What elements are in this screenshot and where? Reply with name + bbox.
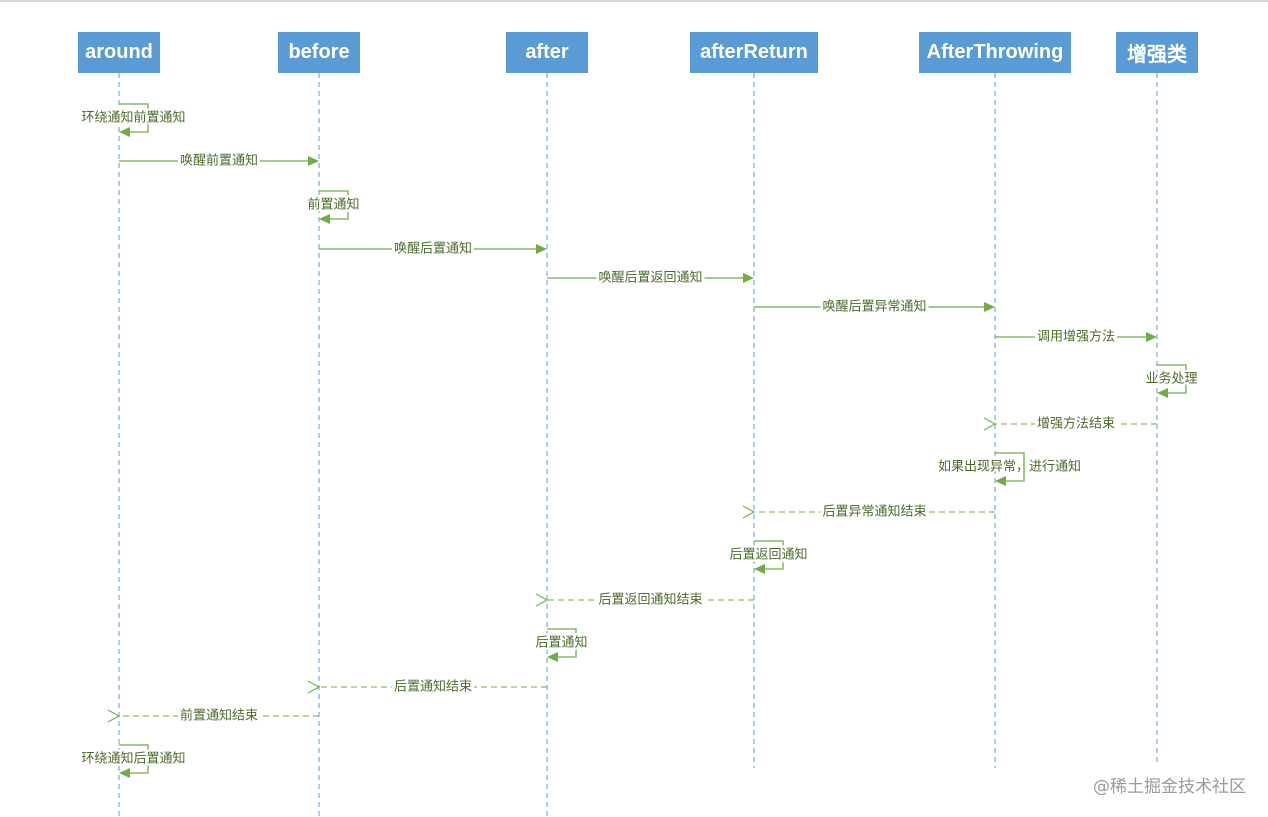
arrowhead — [119, 127, 130, 137]
message-label: 调用增强方法 — [1037, 329, 1115, 345]
self-message-afterReturn — [754, 540, 784, 570]
open-arrowhead — [983, 417, 997, 431]
arrowhead — [743, 273, 754, 283]
label-background — [596, 269, 705, 286]
message-label: 后置返回通知 — [729, 547, 807, 563]
message-label: 唤醒后置返回通知 — [598, 270, 702, 286]
message-label: 后置返回通知结束 — [598, 592, 702, 608]
message-label: 前置通知结束 — [180, 708, 258, 724]
participant-before: before — [278, 32, 360, 73]
message-label: 后置异常通知结束 — [822, 504, 926, 520]
label-background — [820, 503, 929, 520]
self-message-after — [547, 628, 577, 658]
participant-afterThrowing: AfterThrowing — [919, 32, 1071, 73]
participant-enhancer: 增强类 — [1116, 32, 1198, 73]
arrowhead — [984, 302, 995, 312]
label-background — [177, 707, 261, 724]
open-arrowhead — [535, 593, 549, 607]
arrowhead — [308, 156, 319, 166]
watermark: @稀土掘金技术社区 — [1093, 777, 1246, 797]
label-background — [596, 591, 705, 608]
label-background — [391, 678, 475, 695]
message-label: 唤醒后置通知 — [394, 241, 472, 257]
message-label: 后置通知 — [535, 635, 587, 651]
message-label: 环绕通知前置通知 — [81, 110, 185, 126]
participant-afterReturn: afterReturn — [690, 32, 818, 73]
message-label: 后置通知结束 — [394, 679, 472, 695]
message-label: 增强方法结束 — [1037, 416, 1115, 432]
label-background — [820, 298, 929, 315]
arrowhead — [1157, 388, 1168, 398]
arrowhead — [536, 244, 547, 254]
self-message-enhancer — [1157, 364, 1187, 394]
label-background — [391, 240, 475, 257]
arrowhead — [319, 214, 330, 224]
message-label: 环绕通知后置通知 — [81, 751, 185, 767]
message-label: 如果出现异常，进行通知 — [938, 459, 1081, 475]
self-message-afterThrowing — [995, 452, 1025, 482]
arrowhead — [754, 564, 765, 574]
arrowhead — [1146, 332, 1157, 342]
arrowhead — [119, 768, 130, 778]
message-label: 前置通知 — [307, 197, 359, 213]
message-label: 唤醒前置通知 — [180, 153, 258, 169]
label-background — [1034, 415, 1118, 432]
open-arrowhead — [107, 709, 121, 723]
self-message-around — [119, 103, 149, 133]
top-border — [0, 0, 1268, 2]
label-background — [1034, 328, 1118, 345]
open-arrowhead — [307, 680, 321, 694]
message-label: 业务处理 — [1145, 371, 1197, 387]
arrowhead — [995, 476, 1006, 486]
open-arrowhead — [742, 505, 756, 519]
participant-after: after — [506, 32, 588, 73]
self-message-around — [119, 744, 149, 774]
arrowhead — [547, 652, 558, 662]
message-label: 唤醒后置异常通知 — [822, 299, 926, 315]
participant-around: around — [78, 32, 160, 73]
self-message-before — [319, 190, 349, 220]
label-background — [177, 152, 261, 169]
